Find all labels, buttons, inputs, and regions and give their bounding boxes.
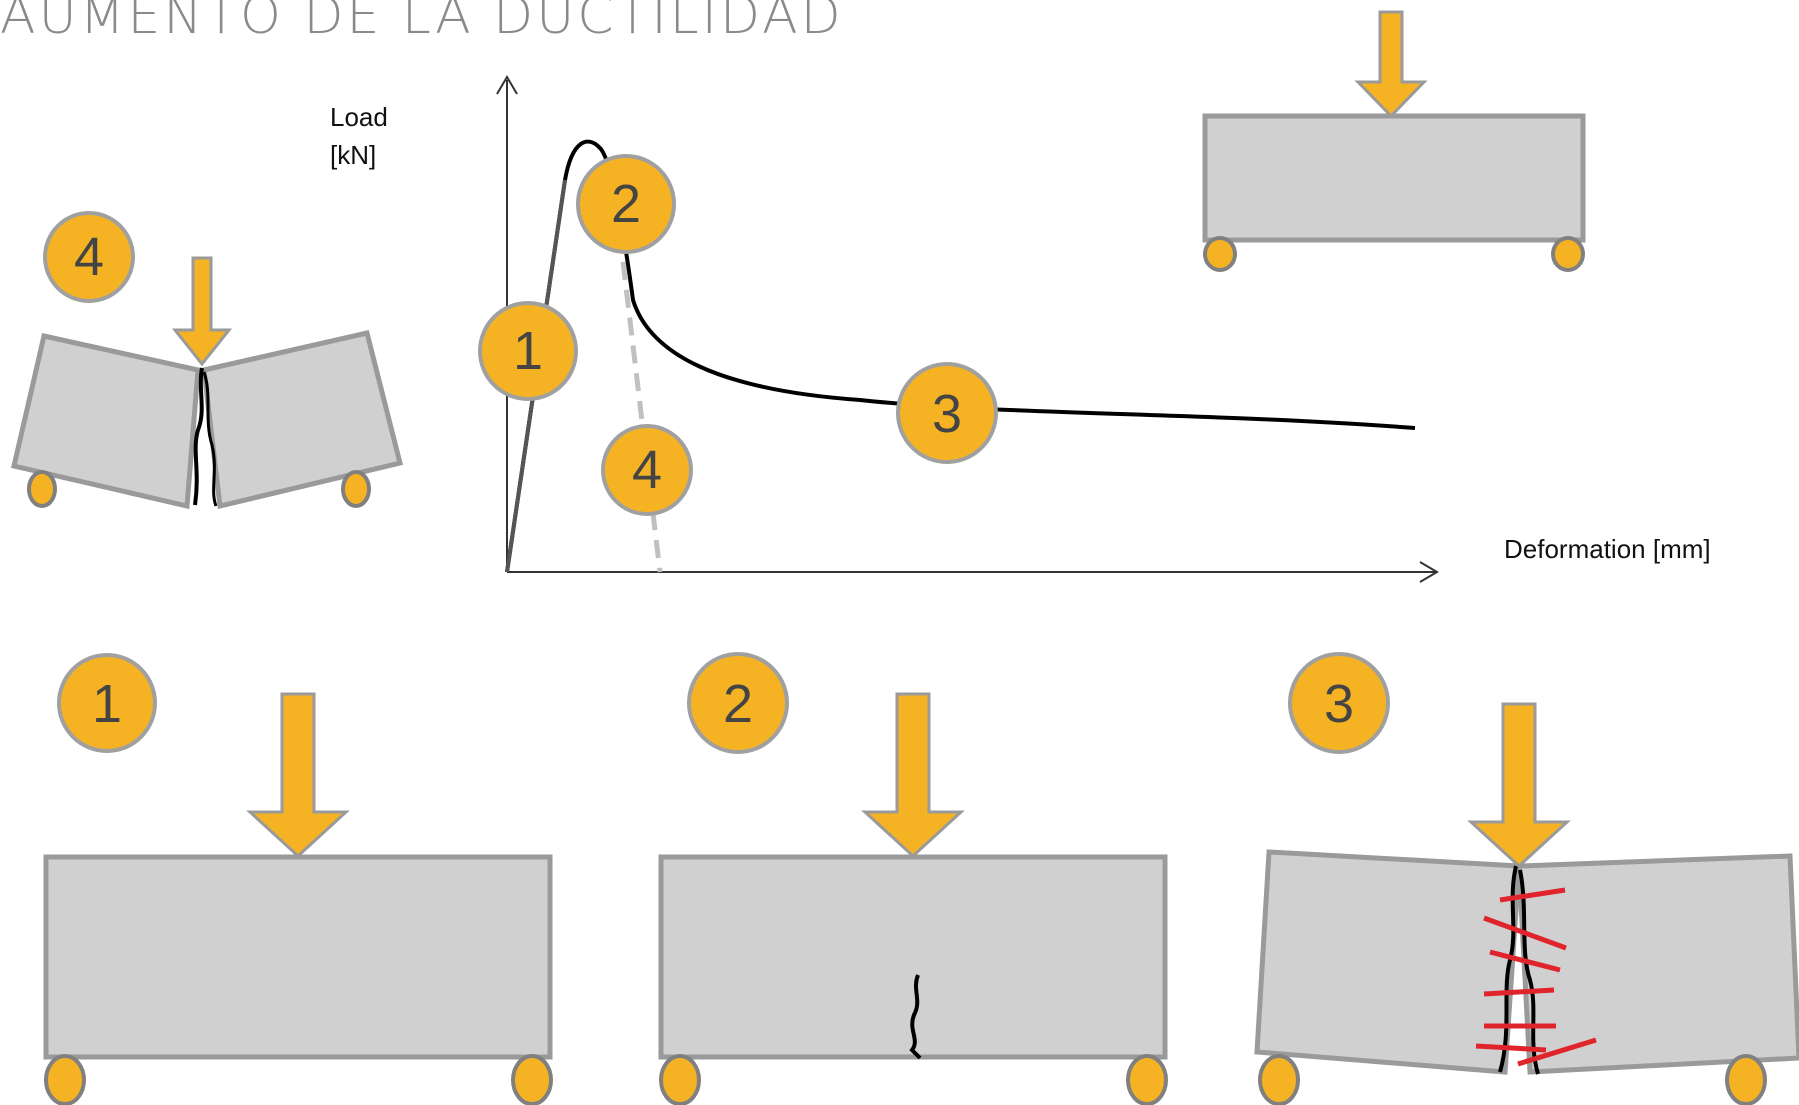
beam-body (1202, 113, 1586, 243)
curve-badge-2: 2 (576, 154, 676, 254)
curve-badge-3: 3 (896, 362, 998, 464)
svg-text:1: 1 (513, 321, 543, 381)
support-right (341, 470, 371, 508)
support-right (1551, 236, 1585, 272)
stage-3-badge (1288, 652, 1390, 754)
support-left (27, 470, 57, 508)
load-arrow-icon (861, 692, 965, 859)
beam-stage-1: 1 (43, 653, 553, 1105)
beam-left-half (1254, 849, 1522, 1075)
support-right (1725, 1054, 1767, 1105)
x-axis-arrow (1419, 561, 1439, 583)
support-left (44, 1054, 86, 1105)
beam-stage-4: 4 (11, 211, 404, 510)
support-left (1258, 1054, 1300, 1105)
crack (193, 367, 204, 506)
crack-branch (1518, 869, 1540, 1075)
stage-1-number: 1 (92, 674, 122, 734)
svg-text:3: 3 (932, 384, 962, 444)
y-axis-arrow (496, 75, 518, 95)
steel-fibres (1475, 887, 1597, 1067)
curve-badge-4: 4 (601, 424, 693, 516)
brittle-failure-curve (620, 261, 663, 573)
load-arrow-icon (246, 692, 350, 859)
page-title: AUMENTO DE LA DUCTILIDAD (0, 0, 844, 46)
load-arrow-icon (1467, 702, 1571, 869)
ductile-load-curve (505, 139, 1416, 573)
beam-right-half (1516, 853, 1799, 1075)
beam-initial (1202, 10, 1586, 272)
crack-branch (202, 371, 218, 507)
stage-2-number: 2 (723, 674, 753, 734)
beam-right-half (201, 330, 404, 510)
stage-4-badge (43, 211, 135, 303)
y-axis-label-line2: [kN] (330, 140, 376, 170)
load-arrow-icon (1354, 10, 1428, 119)
beam-stage-2: 2 (658, 652, 1168, 1105)
stage-3-number: 3 (1324, 674, 1354, 734)
beam-body (43, 854, 553, 1060)
support-left (1203, 236, 1237, 272)
beam-stage-3: 3 (1254, 652, 1799, 1105)
crack (909, 974, 922, 1060)
svg-text:2: 2 (611, 174, 641, 234)
y-axis-label-line1: Load (330, 102, 388, 132)
stage-2-badge (687, 652, 789, 754)
stage-4-number: 4 (74, 227, 104, 287)
beam-left-half (11, 333, 201, 510)
svg-text:4: 4 (632, 440, 662, 500)
curve-badge-1: 1 (478, 301, 578, 401)
stage-1-badge (57, 653, 157, 753)
support-right (1126, 1054, 1168, 1105)
support-right (511, 1054, 553, 1105)
support-left (659, 1054, 701, 1105)
x-axis-label: Deformation [mm] (1504, 534, 1711, 564)
load-arrow-icon (171, 256, 233, 367)
